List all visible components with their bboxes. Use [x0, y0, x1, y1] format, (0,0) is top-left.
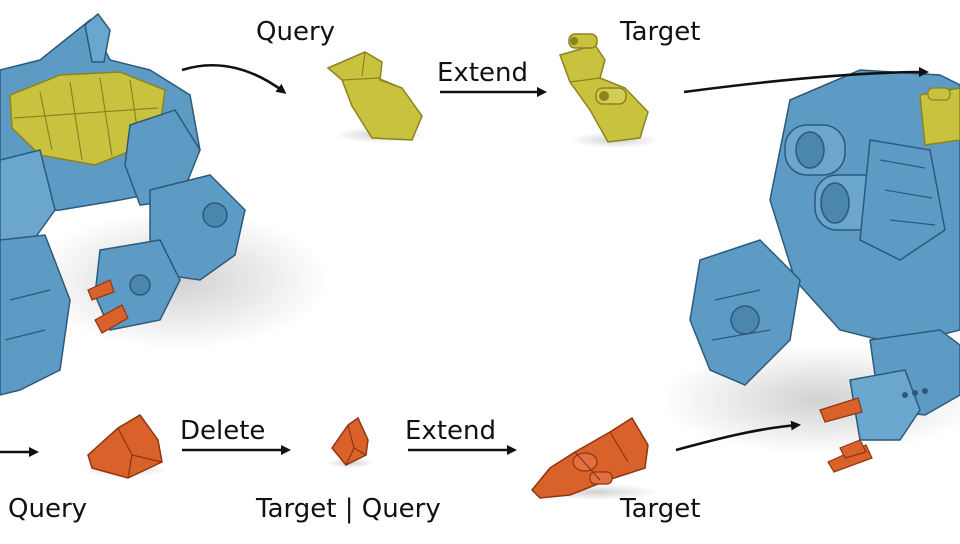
bottom-target-label: Target	[620, 494, 701, 524]
top-target-part	[559, 33, 660, 148]
bottom-query-label: Query	[8, 494, 88, 524]
top-query-part	[326, 51, 425, 143]
right-robot-model	[660, 69, 960, 473]
arrows	[0, 63, 929, 457]
top-query-label: Query	[256, 17, 336, 47]
top-target-label: Target	[620, 17, 701, 47]
top-extend-label: Extend	[437, 58, 528, 88]
bottom-target-part	[530, 416, 660, 500]
left-robot-model	[0, 12, 330, 396]
arrow-target-to-robot-top	[683, 67, 929, 94]
bottom-query-part	[83, 414, 167, 479]
arrow-target-to-robot-bottom	[675, 420, 801, 452]
bottom-delete-label: Delete	[180, 416, 266, 446]
bottom-extend-label: Extend	[405, 416, 496, 446]
bottom-target-query-label: Target | Query	[256, 494, 441, 524]
arrow-robot-to-query-top	[181, 63, 287, 94]
bottom-intermediate-part	[326, 416, 374, 468]
